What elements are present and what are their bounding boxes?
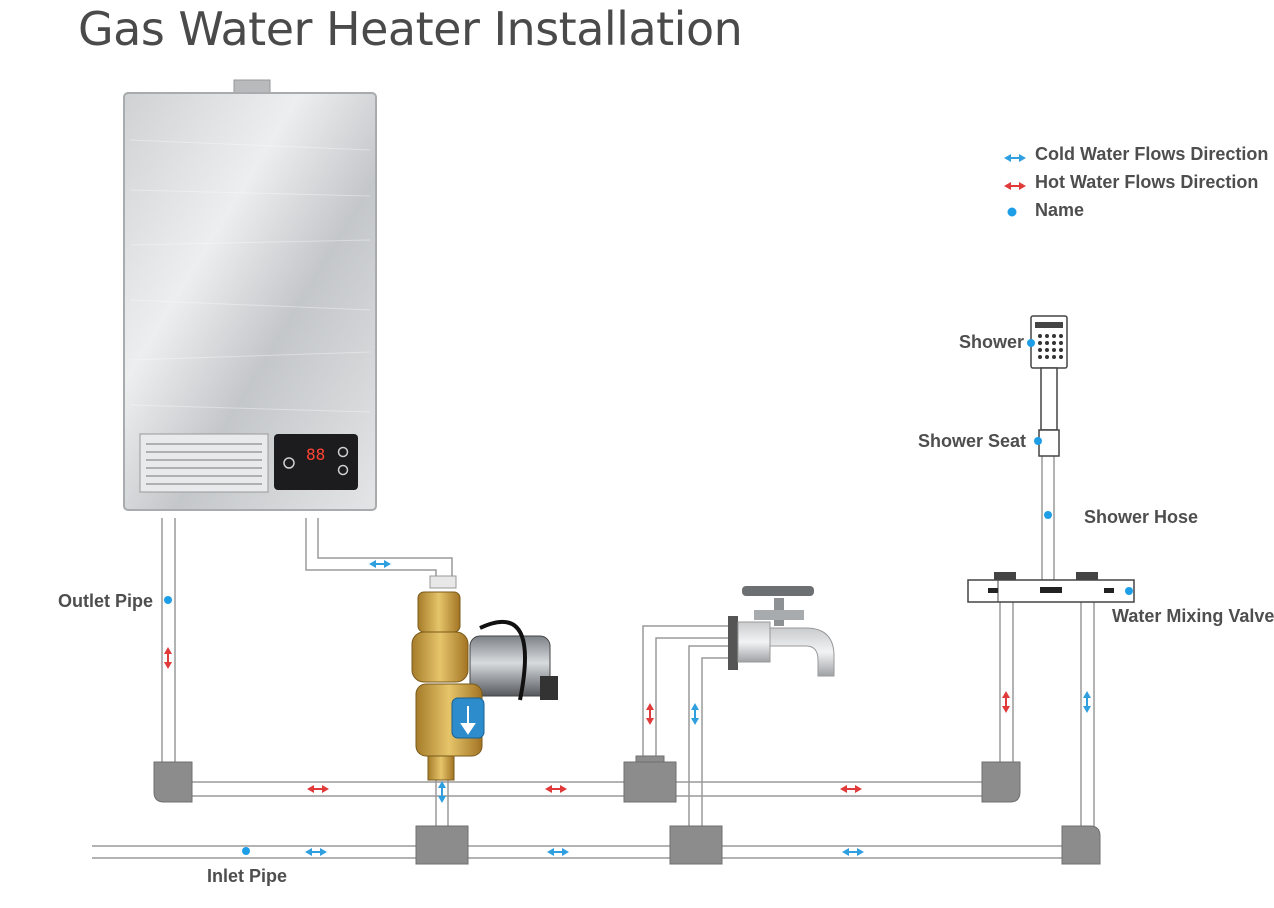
hot-arrow-icon xyxy=(1004,182,1026,190)
heater-inlet-pipe xyxy=(305,518,453,582)
name-dots xyxy=(164,339,1133,855)
brushed-texture xyxy=(129,139,371,413)
shower-handle xyxy=(1040,367,1058,431)
faucet-hot-pipe xyxy=(642,625,728,762)
pipe-network xyxy=(92,456,1095,859)
power-icon xyxy=(283,457,295,469)
faucet-cold-pipe xyxy=(688,645,728,826)
shower-hose xyxy=(1041,456,1055,580)
inlet-pipe-label: Inlet Pipe xyxy=(207,866,288,886)
water-mixing-valve-label: Water Mixing Valve xyxy=(1112,606,1274,626)
shower-dot xyxy=(1027,339,1035,347)
label-plate-lines xyxy=(146,443,262,485)
shower-label: Shower xyxy=(959,332,1025,352)
outlet-pipe-hot-arrow xyxy=(164,647,172,669)
down-button-icon xyxy=(337,464,349,476)
pump-down-cold-arrow xyxy=(438,781,446,803)
cold-main-arrow-1 xyxy=(305,848,327,856)
heater-inlet-cold-arrow xyxy=(369,560,391,568)
faucet-spout xyxy=(769,627,835,677)
pump-outlet-fitting xyxy=(427,755,455,781)
faucet xyxy=(728,586,835,677)
cold-main-arrow-3 xyxy=(842,848,864,856)
hot-main-pipe xyxy=(192,781,982,797)
legend-name-label: Name xyxy=(1035,200,1085,220)
hot-main-arrow-3 xyxy=(840,785,862,793)
outlet-pipe-dot xyxy=(164,596,172,604)
faucet-cold-tee xyxy=(669,825,723,865)
shower-seat-label: Shower Seat xyxy=(918,431,1027,451)
name-dot-icon xyxy=(1007,207,1017,217)
outlet-elbow xyxy=(153,761,193,803)
pump-upper-body xyxy=(417,591,461,633)
pump-down-pipe xyxy=(435,780,449,826)
legend-cold-label: Cold Water Flows Direction xyxy=(1035,144,1269,164)
faucet-cold-arrow xyxy=(691,703,699,725)
valve-hot-elbow xyxy=(981,761,1021,803)
shower-hose-label: Shower Hose xyxy=(1084,507,1199,527)
faucet-wall-flange xyxy=(728,616,738,670)
hot-main-arrow-2 xyxy=(545,785,567,793)
outlet-pipe-vertical xyxy=(161,518,176,768)
shower-head xyxy=(1030,315,1068,457)
water-mixing-valve-body xyxy=(967,572,1135,603)
pump-cold-tee xyxy=(415,825,469,865)
cold-main-arrow-2 xyxy=(547,848,569,856)
hot-main-arrow-1 xyxy=(307,785,329,793)
shower-hose-dot xyxy=(1044,511,1052,519)
heater-display: 88 xyxy=(306,445,325,464)
heater-body xyxy=(123,92,377,511)
heater-label-plate xyxy=(139,433,269,493)
cold-main-pipe xyxy=(92,845,1062,859)
valve-hot-pipe xyxy=(999,600,1014,762)
faucet-hot-arrow xyxy=(646,703,654,725)
valve-cold-elbow xyxy=(1061,825,1101,865)
up-button-icon xyxy=(337,446,349,458)
circulation-pump xyxy=(411,575,558,781)
flow-arrows xyxy=(164,560,1091,856)
cold-arrow-icon xyxy=(1004,154,1026,162)
heater-control-panel xyxy=(274,434,358,490)
legend-hot-label: Hot Water Flows Direction xyxy=(1035,172,1259,192)
pump-cable xyxy=(479,620,527,701)
pipe-fittings xyxy=(153,755,1101,865)
pump-down-arrow-icon xyxy=(460,706,476,735)
diagram-title: Gas Water Heater Installation xyxy=(78,2,743,56)
faucet-hot-tee xyxy=(623,755,677,803)
faucet-handle xyxy=(742,586,814,596)
inlet-pipe-dot xyxy=(242,847,250,855)
outlet-pipe-label: Outlet Pipe xyxy=(58,591,154,611)
valve-cold-arrow xyxy=(1083,691,1091,713)
pump-middle-body xyxy=(411,631,469,683)
valve-cold-pipe xyxy=(1080,600,1095,826)
water-mixing-valve-dot xyxy=(1125,587,1133,595)
gas-water-heater: 88 xyxy=(123,79,377,511)
valve-hot-arrow xyxy=(1002,691,1010,713)
pump-motor xyxy=(469,635,551,697)
shower-seat-dot xyxy=(1034,437,1042,445)
pump-plug xyxy=(540,676,558,700)
shower-seat-body xyxy=(1038,429,1060,457)
